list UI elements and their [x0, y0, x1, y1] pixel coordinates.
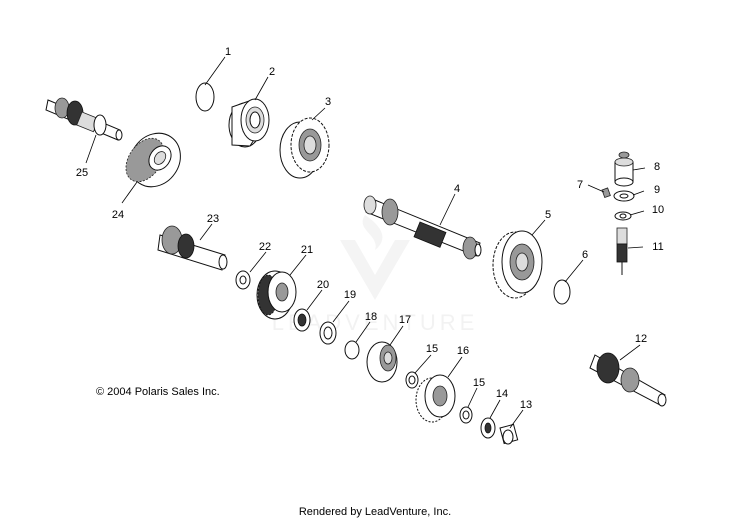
callout-25: 25 [76, 167, 88, 179]
callout-4: 4 [454, 183, 460, 195]
part-shaft-12 [589, 352, 667, 407]
part-gear-16 [415, 374, 456, 423]
part-gear-21 [256, 270, 297, 320]
callout-21: 21 [301, 244, 313, 256]
callout-15a: 15 [426, 343, 438, 355]
part-gear-5 [492, 230, 543, 299]
part-bushing-13 [499, 423, 519, 445]
part-snap-ring-1 [195, 82, 215, 112]
part-pin-7 [601, 187, 611, 199]
callout-7: 7 [577, 179, 583, 191]
callout-23: 23 [207, 213, 219, 225]
part-ring-18 [344, 340, 360, 360]
callout-14: 14 [496, 388, 508, 400]
callout-20: 20 [317, 279, 329, 291]
callout-8: 8 [654, 161, 660, 173]
part-hub-17 [366, 341, 398, 383]
callout-2: 2 [269, 66, 275, 78]
callout-10: 10 [652, 204, 664, 216]
callout-6: 6 [582, 249, 588, 261]
part-washer-10 [614, 211, 632, 221]
part-washer-15b [459, 406, 473, 424]
callout-1: 1 [225, 46, 231, 58]
callout-9: 9 [654, 184, 660, 196]
part-gear-24 [125, 132, 181, 188]
part-shaft-4 [363, 195, 482, 260]
part-washer-9 [613, 190, 635, 202]
part-washer-15a [405, 371, 419, 389]
callout-15b: 15 [473, 377, 485, 389]
copyright-text: © 2004 Polaris Sales Inc. [96, 386, 220, 398]
callout-11: 11 [652, 241, 663, 253]
part-washer-22 [235, 270, 251, 290]
callout-17: 17 [399, 314, 411, 326]
part-washer-19 [319, 321, 337, 345]
callout-22: 22 [259, 241, 271, 253]
callout-5: 5 [545, 209, 551, 221]
part-gear-3 [279, 117, 330, 179]
part-ring-6 [553, 279, 571, 305]
callout-3: 3 [325, 96, 331, 108]
part-shaft-25 [45, 97, 123, 141]
callout-24: 24 [112, 209, 124, 221]
part-bushing-14 [480, 417, 496, 439]
callout-19: 19 [344, 289, 356, 301]
callout-16: 16 [457, 345, 469, 357]
callout-13: 13 [520, 399, 532, 411]
footer-text: Rendered by LeadVenture, Inc. [298, 506, 452, 518]
callout-12: 12 [635, 333, 647, 345]
part-drive-gear-11 [616, 227, 628, 275]
part-bushing-20 [293, 308, 311, 332]
callout-labels: 1 2 3 4 5 6 7 8 9 10 11 12 13 14 15 15 1… [76, 46, 664, 411]
part-shaft-23 [157, 225, 228, 271]
part-cap-8 [614, 151, 634, 187]
part-bearing-2 [228, 98, 270, 148]
callout-18: 18 [365, 311, 377, 323]
leader-lines [85, 56, 646, 429]
